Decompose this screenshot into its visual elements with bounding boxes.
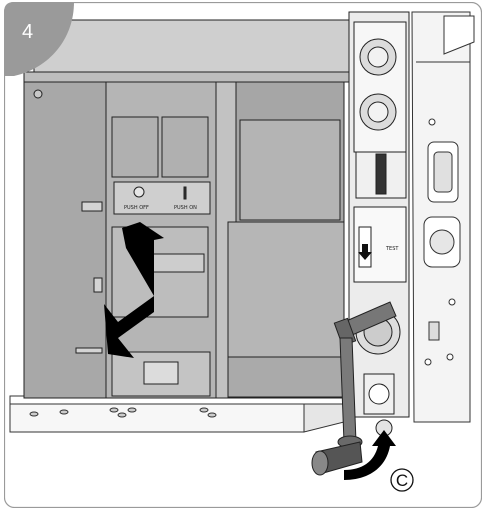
- illustration-frame: PUSH OFF PUSH ON TEST C 4: [4, 2, 482, 508]
- racking-module: [348, 11, 410, 437]
- push-button-panel: [113, 181, 211, 215]
- push-arrow: [104, 222, 164, 358]
- step-badge: [4, 2, 74, 76]
- rotation-label-circle: [390, 468, 414, 492]
- push-off-label: PUSH OFF: [124, 205, 149, 211]
- test-label: TEST: [385, 246, 399, 252]
- crank-handle: [311, 301, 397, 476]
- cradle-frame: [411, 11, 475, 423]
- step-number: 4: [22, 21, 33, 43]
- rotation-arrow: [344, 430, 396, 480]
- breaker-racking-illustration: PUSH OFF PUSH ON TEST C 4: [4, 2, 482, 508]
- floor-rails: [9, 395, 345, 433]
- rotation-label: C: [396, 471, 408, 490]
- push-on-label: PUSH ON: [174, 205, 197, 211]
- breaker-body: [23, 19, 350, 399]
- down-arrow-indicator: [358, 244, 372, 260]
